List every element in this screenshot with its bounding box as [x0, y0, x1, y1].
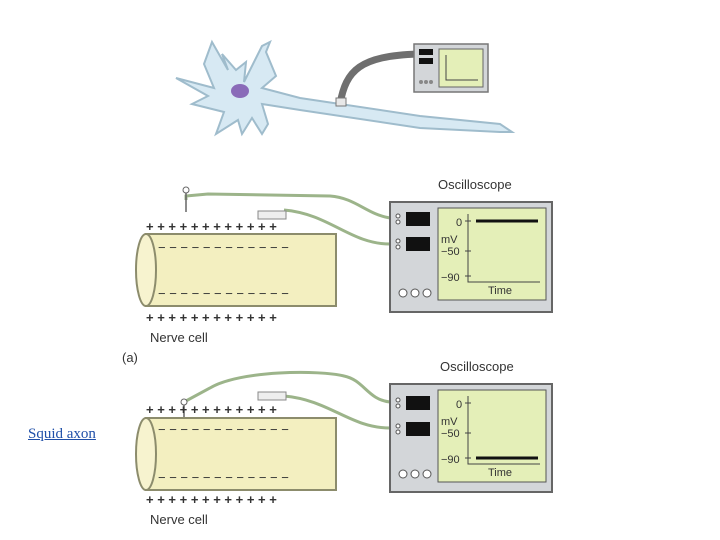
electrode-cable [336, 50, 419, 105]
axon-end-a [135, 233, 157, 307]
recording-wire-b [183, 370, 391, 404]
reference-wire-a [283, 208, 391, 246]
scope-screen-b [437, 389, 547, 483]
membrane-charges-bottom-b: + + + + + + + + + + + + [146, 492, 277, 507]
input-jack-2-a [406, 237, 430, 251]
membrane-charges-top-a: + + + + + + + + + + + + [146, 219, 277, 234]
nerve-cell-label-a: Nerve cell [150, 330, 208, 345]
mini-oscilloscope [413, 43, 489, 93]
squid-axon-link[interactable]: Squid axon [28, 426, 96, 442]
inside-charges-top-b: − − − − − − − − − − − − [158, 422, 289, 437]
reference-wire-b [283, 394, 391, 430]
electrode-clip-a [257, 210, 287, 220]
recording-wire-a [184, 192, 391, 220]
panel-label-a: (a) [122, 350, 138, 365]
unit-label-a: mV [441, 234, 458, 246]
nerve-cell-label-b: Nerve cell [150, 512, 208, 527]
membrane-charges-top-b: + + + + + + + + + + + + [146, 402, 277, 417]
tick-50-a: −50 [441, 246, 460, 258]
axon-end-b [135, 417, 157, 491]
tick-90-b: −90 [441, 454, 460, 466]
knob-3-b [422, 469, 432, 479]
tick-90-a: −90 [441, 272, 460, 284]
neuron-illustration [175, 39, 516, 137]
time-label-b: Time [488, 467, 512, 479]
unit-label-b: mV [441, 416, 458, 428]
inside-charges-top-a: − − − − − − − − − − − − [158, 240, 289, 255]
input-jack-1-b [406, 396, 430, 410]
scope-axes-a [467, 214, 540, 283]
input-jack-2-b [406, 422, 430, 436]
neuron-nucleus [231, 84, 249, 98]
inside-charges-bottom-a: − − − − − − − − − − − − [158, 286, 289, 301]
knob-2-b [410, 469, 420, 479]
time-label-a: Time [488, 285, 512, 297]
tick-0-a: 0 [456, 217, 462, 229]
tick-50-b: −50 [441, 428, 460, 440]
axon-cylinder-a [145, 233, 337, 307]
electrode-tip [335, 97, 347, 107]
neuron-body [175, 39, 516, 137]
knob-1-a [398, 288, 408, 298]
panel-a: + + + + + + + + + + + + − − − − − − − − … [122, 177, 553, 365]
scope-axes-b [467, 396, 540, 465]
knob-3-a [422, 288, 432, 298]
tick-0-b: 0 [456, 399, 462, 411]
oscilloscope-title-b: Oscilloscope [440, 359, 514, 374]
knob-2-a [410, 288, 420, 298]
oscilloscope-b: 0 mV −50 −90 Time [389, 383, 553, 493]
inside-charges-bottom-b: − − − − − − − − − − − − [158, 470, 289, 485]
electrode-clip-b [257, 391, 287, 401]
oscilloscope-a: 0 mV −50 −90 Time [389, 201, 553, 313]
knob-1-b [398, 469, 408, 479]
oscilloscope-title-a: Oscilloscope [438, 177, 512, 192]
membrane-charges-bottom-a: + + + + + + + + + + + + [146, 310, 277, 325]
panel-b: + + + + + + + + + + + + − − − − − − − − … [135, 359, 553, 527]
input-jack-1-a [406, 212, 430, 226]
scope-screen-a [437, 207, 547, 301]
